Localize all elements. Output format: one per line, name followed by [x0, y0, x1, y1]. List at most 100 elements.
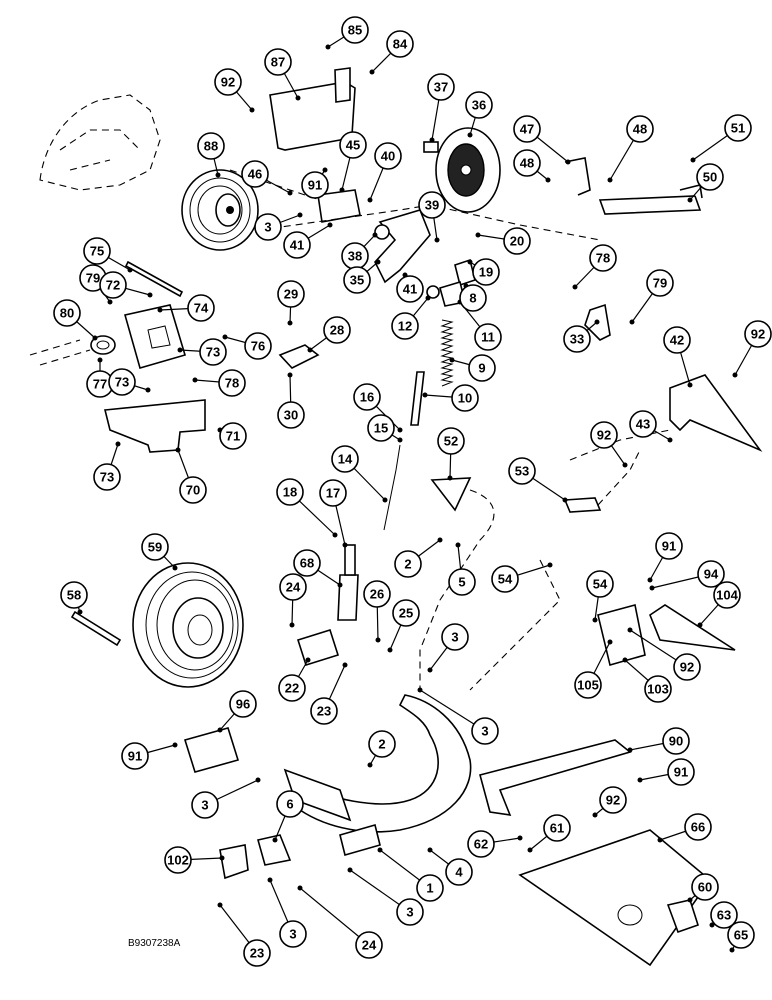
- callout-circle: [696, 163, 724, 191]
- callout-4: 4: [445, 858, 473, 886]
- fastener-mark: [287, 372, 293, 378]
- callout-circle: [241, 160, 269, 188]
- shield-104: [649, 604, 736, 651]
- block-22: [296, 628, 340, 667]
- fastener-mark: [565, 159, 571, 165]
- callout-circle: [467, 830, 495, 858]
- fastener-mark: [627, 627, 633, 633]
- fastener-mark: [375, 637, 381, 643]
- callout-circle: [626, 115, 654, 143]
- fastener-mark: [637, 777, 643, 783]
- callout-number: 12: [398, 319, 412, 334]
- callout-circle: [367, 414, 395, 442]
- fastener-mark: [172, 742, 178, 748]
- fastener-mark: [295, 95, 301, 101]
- callout-circle: [277, 401, 305, 429]
- callout-number: 46: [248, 167, 262, 182]
- callout-number: 33: [570, 332, 584, 347]
- callout-circle: [710, 901, 738, 929]
- callout-number: 91: [308, 178, 322, 193]
- fastener-mark: [382, 497, 388, 503]
- fastener-mark: [572, 284, 578, 290]
- callout-12: 12: [391, 312, 419, 340]
- callout-number: 58: [67, 588, 81, 603]
- callout-23: 23: [310, 697, 338, 725]
- callout-circle: [724, 114, 752, 142]
- fastener-mark: [377, 847, 383, 853]
- callout-circle: [589, 244, 617, 272]
- callout-number: 105: [577, 678, 599, 693]
- callout-number: 26: [370, 587, 384, 602]
- callout-48: 48: [513, 149, 541, 177]
- callout-53: 53: [508, 457, 536, 485]
- callout-number: 92: [751, 327, 765, 342]
- callout-48: 48: [626, 115, 654, 143]
- callout-circle: [319, 479, 347, 507]
- fastener-mark: [592, 812, 598, 818]
- callout-number: 16: [360, 390, 374, 405]
- panel-66: [518, 829, 712, 967]
- callout-circle: [374, 142, 402, 170]
- fastener-mark: [297, 885, 303, 891]
- fastener-mark: [92, 335, 98, 341]
- callout-circle: [301, 171, 329, 199]
- callout-number: 80: [60, 306, 74, 321]
- callout-circle: [279, 573, 307, 601]
- callout-circle: [465, 91, 493, 119]
- fastener-mark: [729, 947, 735, 953]
- fastener-mark: [147, 292, 153, 298]
- fastener-mark: [347, 867, 353, 873]
- callout-24: 24: [355, 931, 383, 959]
- callout-circle: [744, 320, 772, 348]
- callout-3: 3: [191, 791, 219, 819]
- callout-circle: [339, 131, 367, 159]
- idler-wheel-36: [435, 127, 501, 213]
- callout-number: 92: [680, 660, 694, 675]
- washer-80: [90, 335, 116, 355]
- fastener-mark: [422, 392, 428, 398]
- callout-number: 8: [469, 291, 476, 306]
- callout-62: 62: [467, 830, 495, 858]
- callout-number: 78: [596, 251, 610, 266]
- fastener-mark: [629, 319, 635, 325]
- fastener-mark: [387, 647, 393, 653]
- fastener-mark: [437, 537, 443, 543]
- callout-circle: [418, 191, 446, 219]
- bar-58: [70, 610, 122, 647]
- leader-line: [299, 887, 370, 946]
- callout-number: 41: [290, 238, 304, 253]
- callout-11: 11: [474, 323, 502, 351]
- callout-number: 39: [425, 198, 439, 213]
- callout-94: 94: [697, 560, 725, 588]
- callout-96: 96: [229, 690, 257, 718]
- fastener-mark: [287, 320, 293, 326]
- callout-number: 90: [669, 734, 683, 749]
- callout-9: 9: [468, 354, 496, 382]
- callout-circle: [283, 231, 311, 259]
- callout-number: 3: [481, 724, 488, 739]
- callout-58: 58: [60, 581, 88, 609]
- callout-91: 91: [667, 758, 695, 786]
- pulley-88: [181, 169, 259, 251]
- callout-30: 30: [277, 401, 305, 429]
- plate-74: [123, 304, 186, 369]
- fastener-mark: [145, 387, 151, 393]
- callout-number: 23: [317, 704, 331, 719]
- fastener-mark: [667, 437, 673, 443]
- callout-28: 28: [323, 316, 351, 344]
- callout-number: 24: [362, 938, 377, 953]
- fastener-mark: [562, 497, 568, 503]
- callout-number: 51: [731, 121, 745, 136]
- callout-75: 75: [83, 237, 111, 265]
- fastener-mark: [322, 167, 328, 173]
- callout-number: 65: [734, 928, 748, 943]
- fastener-mark: [417, 687, 423, 693]
- fastener-mark: [709, 922, 715, 928]
- callout-number: 19: [479, 265, 493, 280]
- fastener-mark: [249, 107, 255, 113]
- callout-19: 19: [472, 258, 500, 286]
- callout-number: 73: [206, 345, 220, 360]
- callout-number: 42: [670, 333, 684, 348]
- rod-50: [598, 195, 702, 215]
